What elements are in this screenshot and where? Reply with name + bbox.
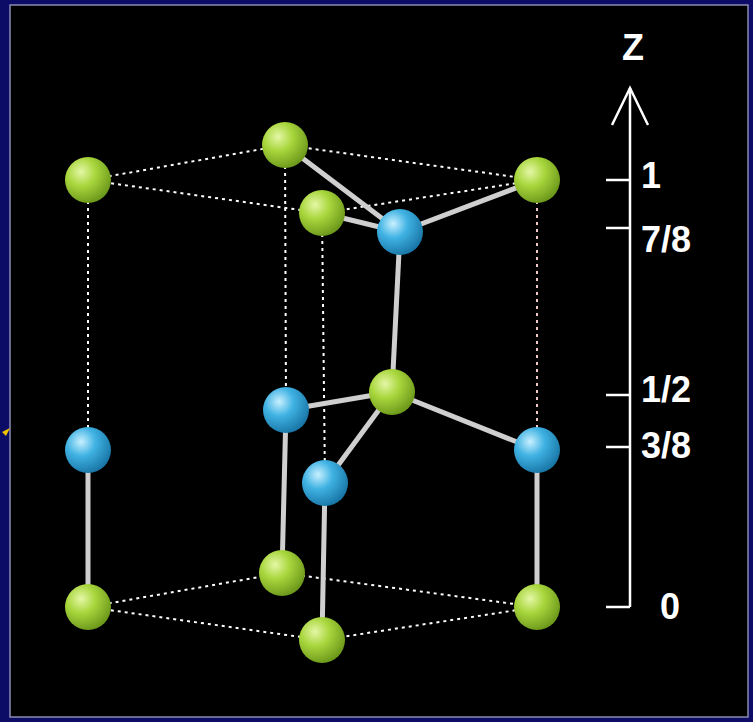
unit-cell-edges	[88, 145, 537, 640]
bonds	[88, 145, 537, 640]
panel	[10, 5, 748, 717]
axis-tick-label: 1	[641, 158, 661, 194]
axis-tick-label: 0	[660, 589, 680, 625]
atoms	[65, 122, 560, 663]
axis-label: Z	[622, 30, 644, 66]
axis-tick-label: 3/8	[641, 428, 691, 464]
pointer-arrow	[2, 428, 10, 436]
axis-tick-label: 1/2	[641, 372, 691, 408]
axis-tick-label: 7/8	[641, 222, 691, 258]
